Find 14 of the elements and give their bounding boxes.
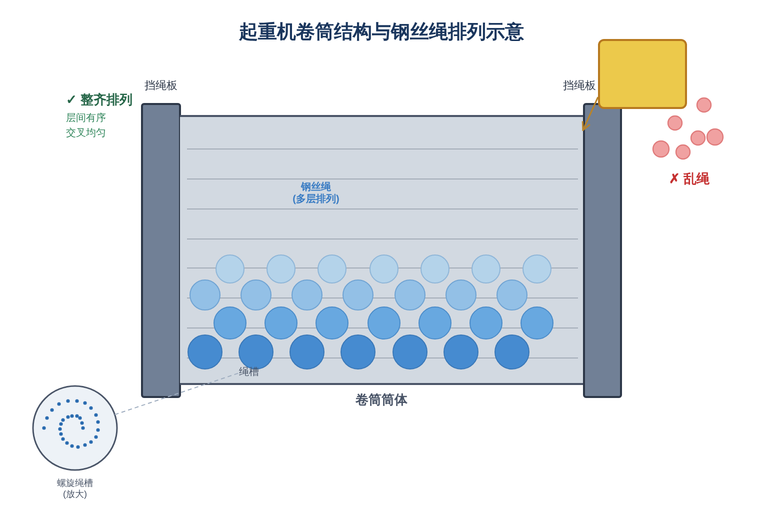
note-box: [598, 39, 687, 109]
rope-label: 钢丝绳 (多层排列): [292, 182, 340, 206]
status-heading: ✗ 乱绳: [669, 170, 710, 188]
title: 起重机卷筒结构与钢丝绳排列示意: [239, 20, 524, 45]
plate-label: 挡绳板: [563, 80, 596, 93]
drum-label: 卷筒筒体: [356, 391, 408, 409]
groove-label: 绳槽: [239, 366, 263, 380]
note-text: 层间有序: [66, 112, 106, 126]
arrow: [582, 96, 599, 131]
leader-line: [114, 372, 240, 416]
note-text: 交叉均匀: [66, 126, 106, 141]
status-heading: ✓ 整齐排列: [66, 91, 133, 109]
plate-label: 挡绳板: [144, 80, 178, 93]
magnifier-label: 螺旋绳槽 (放大): [57, 478, 93, 500]
